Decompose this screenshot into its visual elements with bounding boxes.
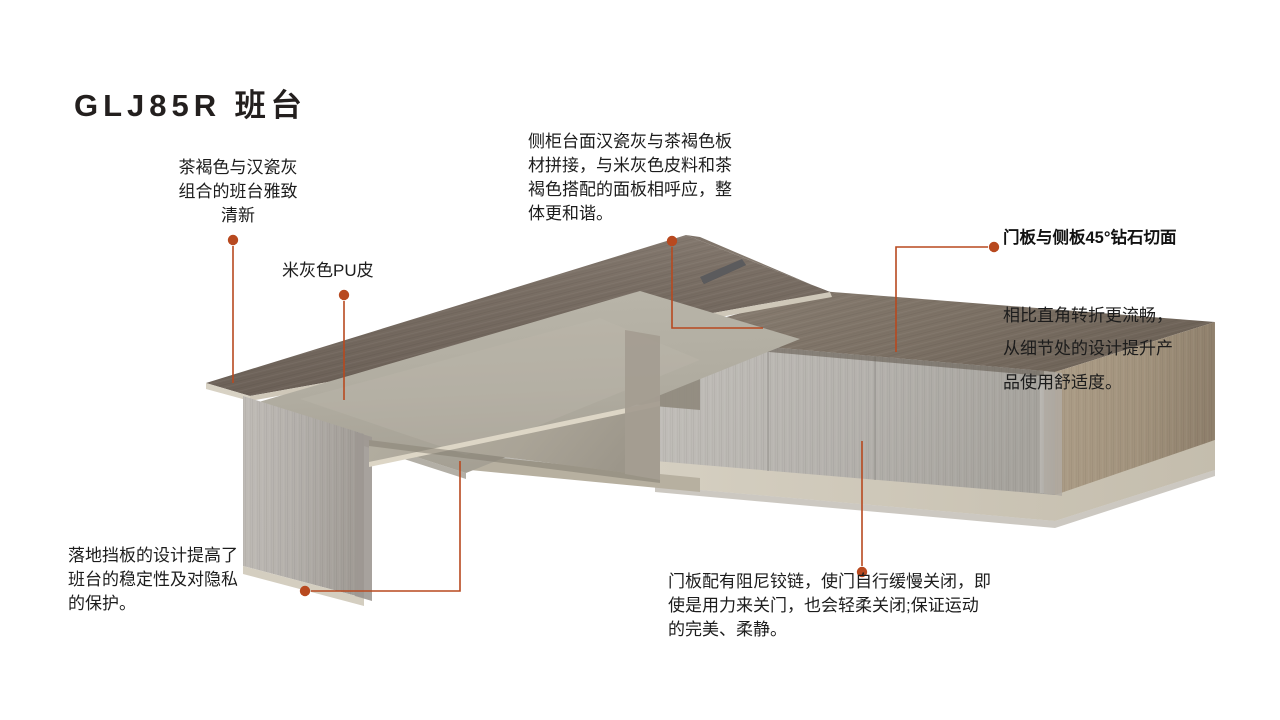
annotation-right-body: 相比直角转折更流畅， 从细节处的设计提升产 品使用舒适度。: [1003, 306, 1173, 392]
credenza-door-grain: [655, 337, 1055, 495]
annotation-bottom-right: 门板配有阻尼铰链，使门自行缓慢关闭，即 使是用力来关门，也会轻柔关闭;保证运动 …: [668, 572, 991, 640]
credenza-floor-shadow: [655, 470, 1215, 528]
annotation-top-left: 茶褐色与汉瓷灰 组合的班台雅致 清新: [178, 158, 298, 226]
annotation-pu-leather: 米灰色PU皮: [282, 261, 374, 280]
desktop-edge: [206, 383, 250, 401]
credenza-side-grain: [1055, 322, 1215, 495]
pu-leather-inlay: [252, 291, 800, 473]
page-title: GLJ85R 班台: [74, 88, 307, 123]
desk-right-leg: [625, 330, 660, 480]
pu-leather-inlay-sheen: [300, 318, 700, 455]
annotation-bottom-left: 落地挡板的设计提高了 班台的稳定性及对隐私 的保护。: [68, 546, 238, 614]
annotation-right-heading: 门板与侧板45°钻石切面: [1003, 229, 1177, 248]
annotation-right: 门板与侧板45°钻石切面 相比直角转折更流畅， 从细节处的设计提升产 品使用舒适…: [1003, 178, 1271, 447]
modesty-panel-front: [369, 405, 660, 477]
annotation-top-center: 侧柜台面汉瓷灰与茶褐色板 材拼接，与米灰色皮料和茶 褐色搭配的面板相呼应，整 体…: [528, 132, 732, 224]
credenza-chamfer: [1044, 371, 1062, 496]
modesty-panel-bottom: [369, 440, 660, 483]
credenza: [655, 291, 1215, 528]
